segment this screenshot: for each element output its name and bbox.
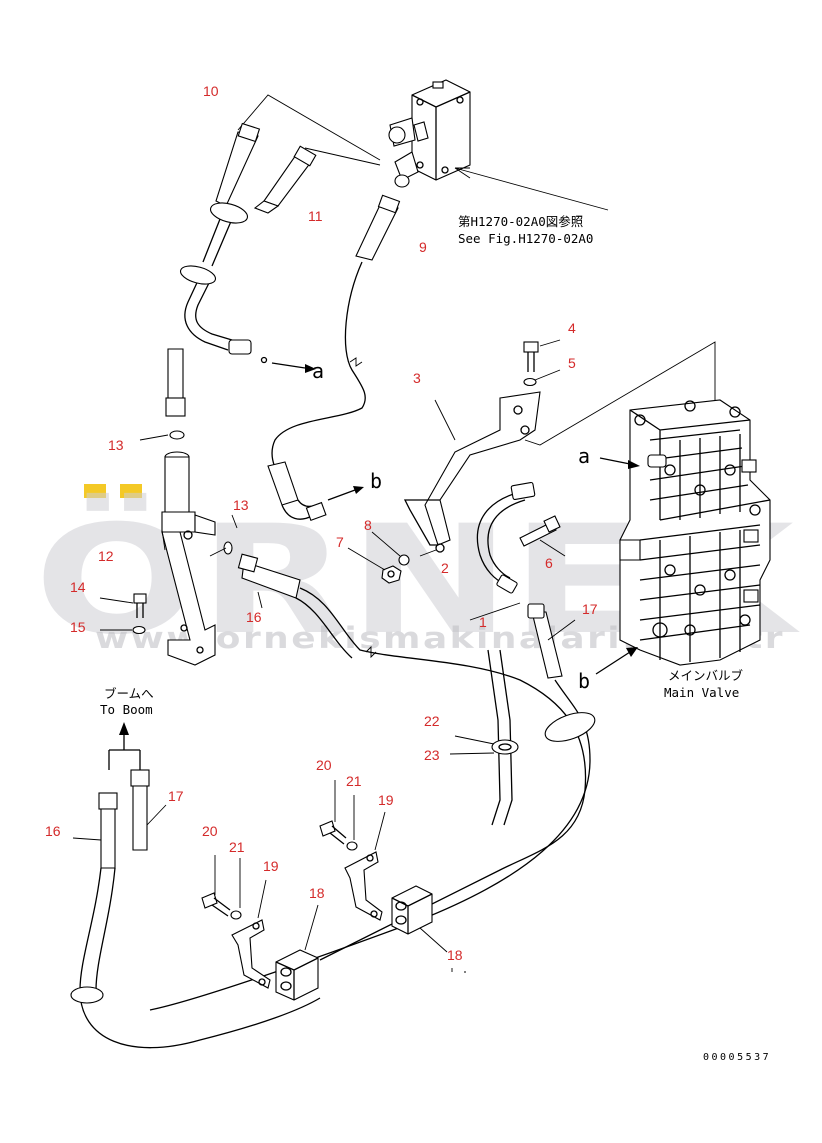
callout-19-left: 19 <box>263 858 279 874</box>
washer-5 <box>523 377 537 387</box>
nut-7 <box>381 565 402 584</box>
callout-12: 12 <box>98 548 114 564</box>
callout-21-right: 21 <box>346 773 362 789</box>
to-boom-arrow <box>108 725 141 770</box>
hose-17-lower <box>130 769 150 851</box>
hose-11 <box>253 145 317 214</box>
bolt-20-right <box>319 820 347 845</box>
o-ring-13-top <box>169 430 185 440</box>
hose-16-lower <box>70 792 321 1049</box>
main-valve-a-label: a <box>578 444 590 468</box>
callout-18-right: 18 <box>447 947 463 963</box>
hose-fitting-6 <box>519 515 561 547</box>
callout-17-upper: 17 <box>582 601 598 617</box>
connection-arrow-b: b <box>327 469 382 501</box>
callout-21-left: 21 <box>229 839 245 855</box>
o-ring-13-side <box>223 541 233 555</box>
callout-8: 8 <box>364 517 372 533</box>
callout-4: 4 <box>568 320 576 336</box>
callout-17-lower: 17 <box>168 788 184 804</box>
clamp-18-left <box>275 949 319 1001</box>
callout-20-left: 20 <box>202 823 218 839</box>
callout-16-upper: 16 <box>246 609 262 625</box>
callout-16-lower: 16 <box>45 823 61 839</box>
main-valve-b-label: b <box>578 669 590 693</box>
connection-a-label: a <box>312 359 324 383</box>
callout-14: 14 <box>70 579 86 595</box>
callout-19-right: 19 <box>378 792 394 808</box>
to-boom-label-en: To Boom <box>100 702 153 717</box>
callout-22: 22 <box>424 713 440 729</box>
bracket-3 <box>403 341 716 553</box>
main-valve-label-jp: メインバルブ <box>668 668 744 683</box>
tube-2 <box>476 481 536 594</box>
washer-15 <box>132 625 146 635</box>
hose-10 <box>165 122 268 417</box>
bolt-14 <box>133 593 147 618</box>
callout-13-top: 13 <box>108 437 124 453</box>
washer-8 <box>398 554 410 566</box>
main-valve-arrow-b: b <box>578 647 638 693</box>
callout-20-right: 20 <box>316 757 332 773</box>
watermark-accent-right <box>120 484 142 498</box>
connection-arrow-a: a <box>271 359 324 383</box>
callout-6: 6 <box>545 555 553 571</box>
reference-label-en: See Fig.H1270-02A0 <box>458 231 593 246</box>
bolt-4 <box>523 341 539 372</box>
pilot-valve-block <box>388 79 471 188</box>
callout-5: 5 <box>568 355 576 371</box>
clamp-18-right <box>391 885 433 935</box>
connection-b-label: b <box>370 469 382 493</box>
block-12 <box>161 451 216 666</box>
washer-21-right <box>346 841 358 851</box>
callout-23: 23 <box>424 747 440 763</box>
callout-3: 3 <box>413 370 421 386</box>
callout-15: 15 <box>70 619 86 635</box>
main-valve-label-en: Main Valve <box>664 685 739 700</box>
callout-10: 10 <box>203 83 219 99</box>
callout-2: 2 <box>441 560 449 576</box>
washer-21-left <box>230 910 242 920</box>
bolt-20-left <box>201 892 231 917</box>
to-boom-label-jp: ブームへ <box>104 686 154 701</box>
callout-9: 9 <box>419 239 427 255</box>
reference-label-jp: 第H1270-02A0図参照 <box>458 214 583 229</box>
figure-code: 00005537 <box>703 1052 771 1063</box>
tube-1 <box>487 649 519 826</box>
clamp-19-right <box>344 851 383 921</box>
callout-11: 11 <box>308 208 323 224</box>
callout-18-left: 18 <box>309 885 325 901</box>
watermark-accent-left <box>84 484 106 498</box>
main-valve <box>619 399 771 666</box>
callout-1: 1 <box>479 614 487 630</box>
clamp-19-left <box>231 919 271 989</box>
hose-9 <box>267 194 401 522</box>
main-valve-arrow-a: a <box>578 444 640 469</box>
callout-7: 7 <box>336 534 344 550</box>
hose-16 <box>237 553 587 961</box>
callout-13-side: 13 <box>233 497 249 513</box>
